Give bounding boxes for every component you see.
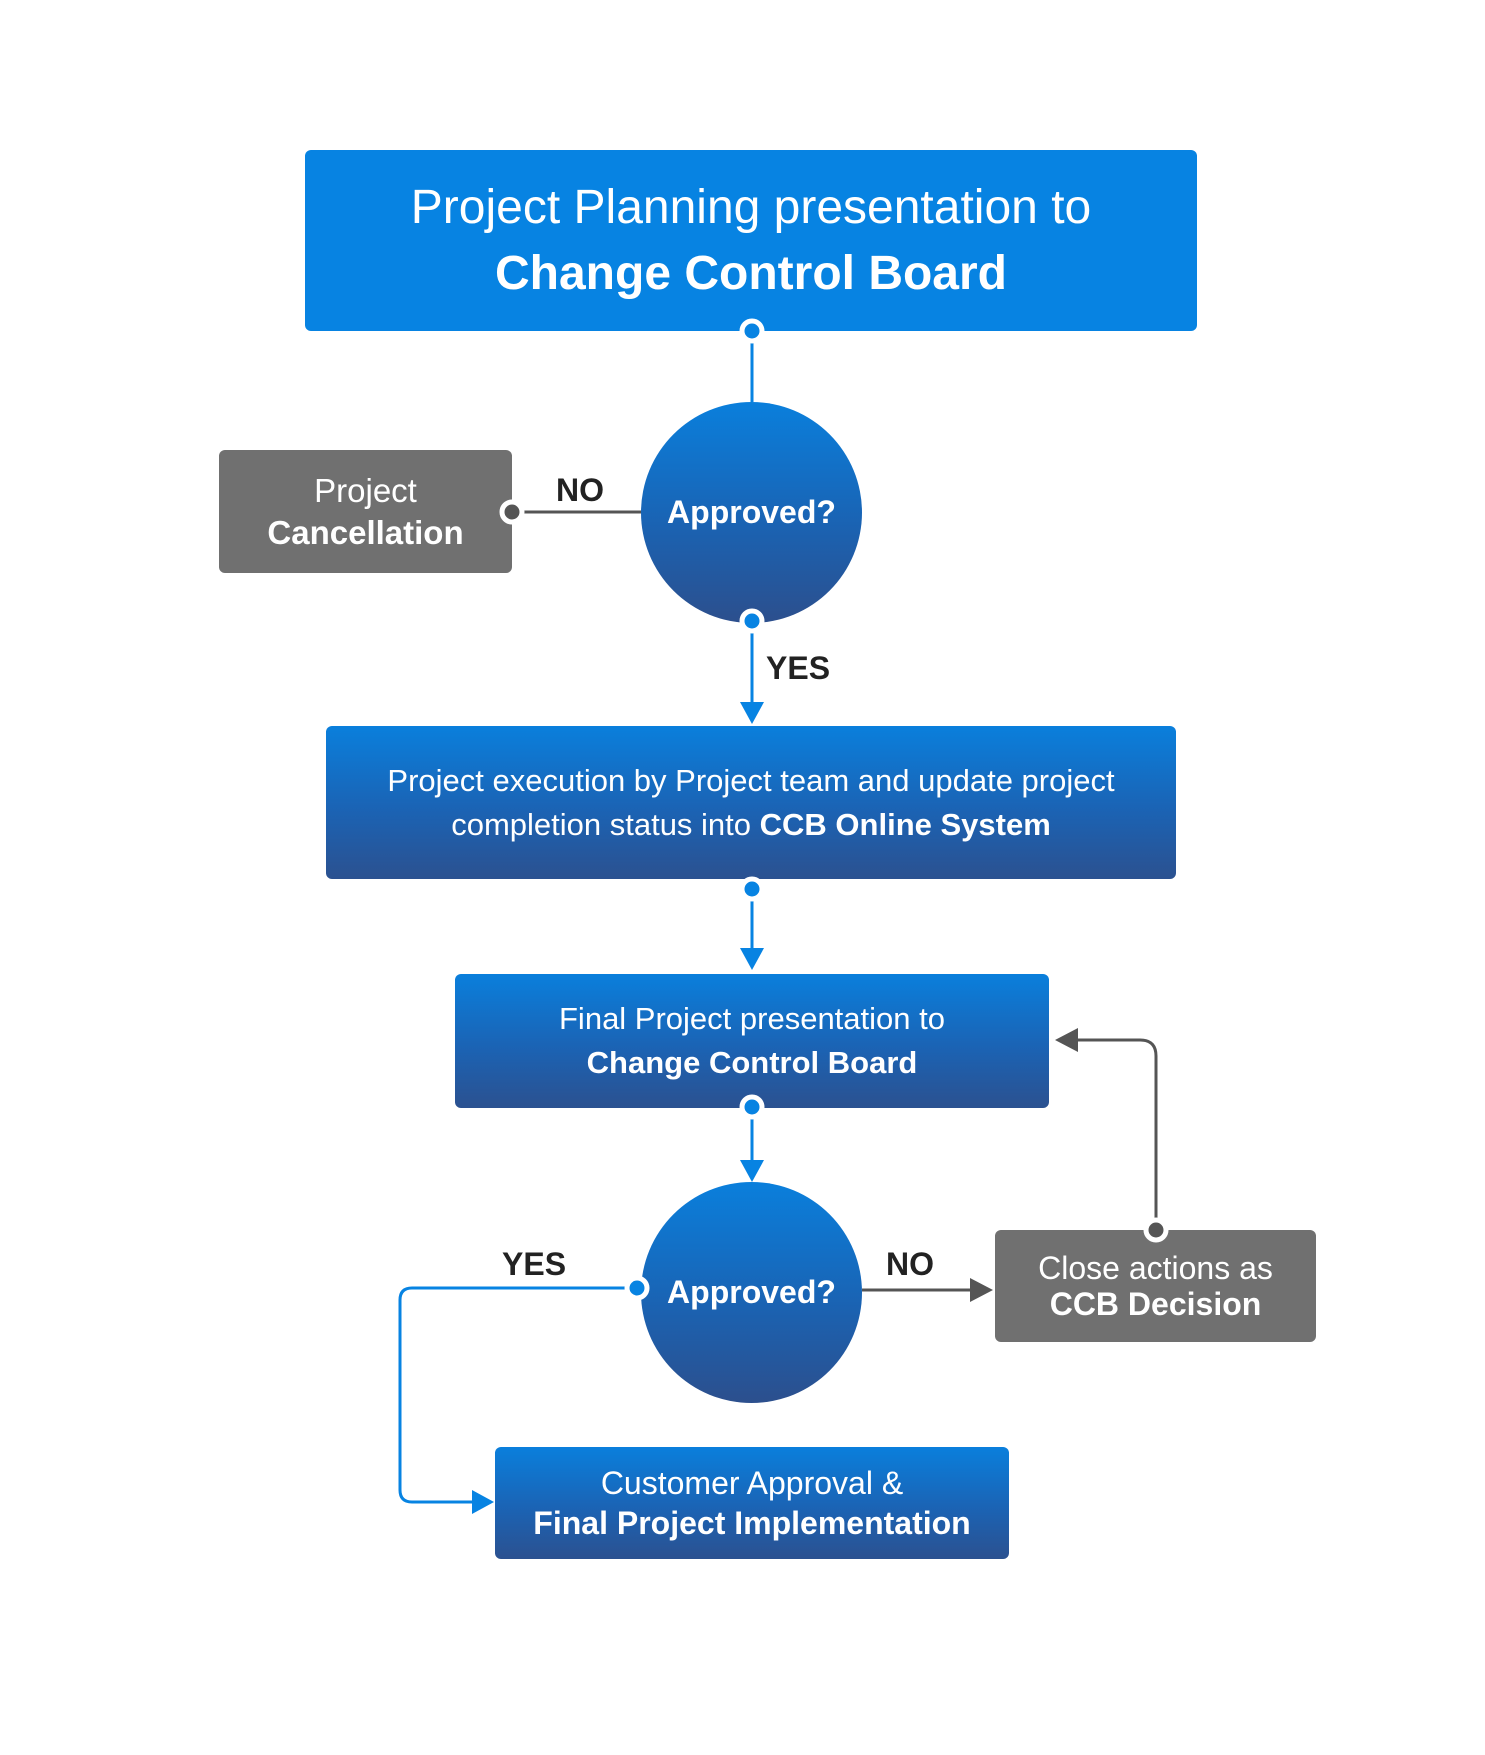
decision-approved-1-label: Approved? <box>667 494 836 530</box>
node-execution-line2: completion status into CCB Online System <box>451 803 1051 847</box>
node-cancellation-line2: Cancellation <box>267 513 464 551</box>
node-execution-line2-bold: CCB Online System <box>759 806 1051 842</box>
connector-decision2-yes <box>398 1286 637 1504</box>
node-implementation-line2: Final Project Implementation <box>533 1505 971 1541</box>
node-execution-line1: Project execution by Project team and up… <box>387 762 1115 798</box>
node-planning-line1: Project Planning presentation to <box>410 180 1092 234</box>
node-close-line2: CCB Decision <box>1049 1286 1262 1322</box>
node-planning-line2: Change Control Board <box>495 246 1007 300</box>
arrowhead-loop-back <box>1055 1028 1078 1052</box>
decision-approved-1: Approved? <box>641 402 862 623</box>
node-project-cancellation: Project Cancellation <box>219 450 512 573</box>
arrowhead-final-presentation <box>740 948 764 970</box>
node-close-line1: Close actions as <box>1038 1250 1273 1286</box>
node-implementation-line1: Customer Approval & <box>600 1465 904 1501</box>
decision-approved-2-label: Approved? <box>667 1274 836 1310</box>
connector-loop-back <box>1078 1038 1158 1230</box>
node-project-execution: Project execution by Project team and up… <box>326 726 1176 879</box>
arrowhead-close-actions <box>970 1278 993 1302</box>
arrowhead-execution <box>740 702 764 724</box>
decision-approved-2: Approved? <box>641 1182 862 1403</box>
node-execution-line2-prefix: completion status into <box>451 806 760 842</box>
arrowhead-decision2 <box>740 1160 764 1182</box>
arrowhead-implementation <box>472 1490 494 1514</box>
node-cancellation-line1: Project <box>314 471 417 509</box>
edge-label-decision2-no: NO <box>886 1246 934 1282</box>
node-planning-presentation: Project Planning presentation to Change … <box>305 150 1197 331</box>
node-final-line1: Final Project presentation to <box>559 1001 945 1036</box>
edge-label-decision2-yes: YES <box>502 1246 567 1282</box>
edge-label-decision1-yes: YES <box>766 650 831 686</box>
node-final-line2: Change Control Board <box>586 1045 918 1080</box>
node-close-actions: Close actions as CCB Decision <box>995 1230 1316 1342</box>
edge-label-decision1-no: NO <box>556 472 604 508</box>
node-final-presentation: Final Project presentation to Change Con… <box>455 974 1049 1108</box>
node-implementation: Customer Approval & Final Project Implem… <box>495 1447 1009 1559</box>
